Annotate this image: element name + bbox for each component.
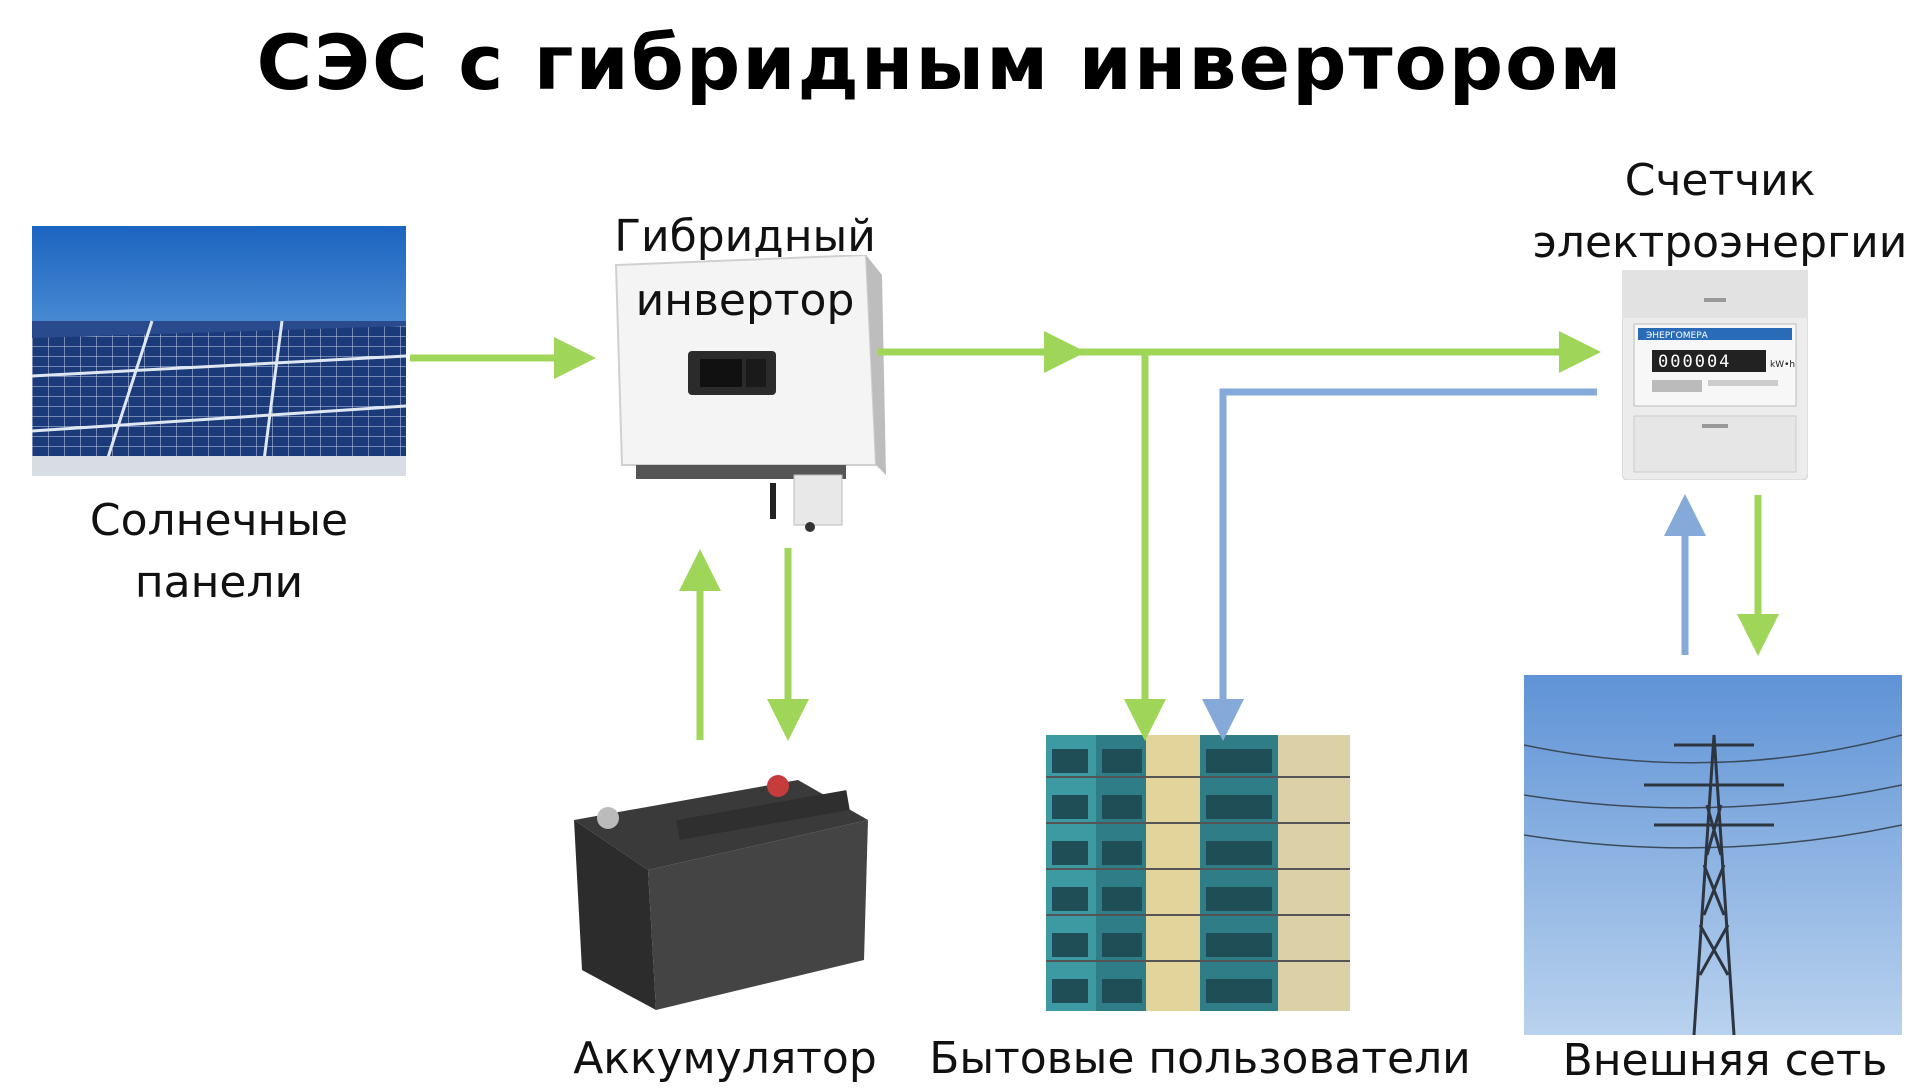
solar-label-line2: панели <box>134 557 304 608</box>
inverter-label-line1: Гибридный <box>614 211 876 262</box>
power-line-tower-image <box>1524 675 1902 1035</box>
arrow-meter-to-consumers <box>1202 388 1597 741</box>
apartment-building-image <box>1046 735 1350 1011</box>
page-title: СЭС с гибридным инвертором <box>256 18 1624 107</box>
hybrid-inverter-image <box>614 255 886 532</box>
meter-label: Счетчик электроэнергии <box>1520 150 1920 274</box>
meter-reading: 000004 <box>1658 352 1731 372</box>
meter-brand: ЭНЕРГОМЕРА <box>1646 331 1709 341</box>
battery-image <box>574 775 868 1010</box>
meter-unit: kW•h <box>1770 360 1795 370</box>
solar-panels-image <box>32 226 406 476</box>
inverter-label: Гибридный инвертор <box>600 205 890 333</box>
battery-label: Аккумулятор <box>573 1033 877 1084</box>
meter-label-line2: электроэнергии <box>1532 217 1908 268</box>
solar-label: Солнечные панели <box>32 490 406 614</box>
solar-label-line1: Солнечные <box>89 495 349 546</box>
electricity-meter-image: ЭНЕРГОМЕРА 000004 kW•h <box>1622 270 1808 480</box>
inverter-label-line2: инвертор <box>635 275 855 326</box>
grid-label: Внешняя сеть <box>1562 1035 1888 1086</box>
consumers-label: Бытовые пользователи <box>929 1033 1471 1084</box>
meter-label-line1: Счетчик <box>1624 155 1816 206</box>
